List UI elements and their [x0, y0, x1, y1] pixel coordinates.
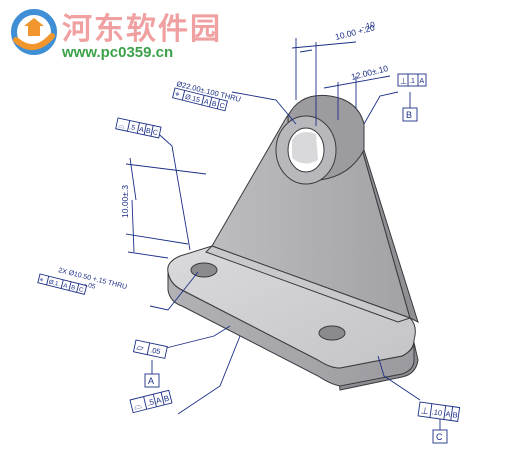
fcf-symbol: ⊥ [400, 77, 407, 86]
fcf-cell: A [155, 395, 163, 405]
fcf-cell: .10 [431, 407, 443, 417]
svg-text:B: B [406, 110, 412, 120]
hole-position-fcf: ⌖ Ø.15 A B C [172, 87, 228, 112]
dim-boss-width: 12.00±.10 [350, 63, 389, 82]
base-profile-fcf: ⌓ .5 A B [129, 389, 173, 414]
base-hole-left [190, 262, 218, 278]
datum-a: A [144, 373, 160, 388]
fcf-cell: .05 [149, 345, 161, 356]
side-perp-fcf: ⊥ .10 A B [417, 401, 461, 422]
fcf-cell: B [70, 285, 75, 292]
fcf-cell: Ø.15 [184, 94, 201, 104]
fcf-symbol: ⌓ [118, 120, 127, 130]
watermark-title: 河东软件园 [62, 12, 222, 47]
fcf-cell: A [63, 283, 68, 290]
fcf-cell: Ø.1 [48, 279, 59, 287]
top-profile-fcf: ⌓ .5 A B C [115, 117, 162, 139]
base-top-face [167, 245, 416, 369]
fcf-cell: B [211, 100, 218, 108]
bracket-part [167, 94, 419, 391]
base-hole-right [318, 325, 346, 341]
fcf-symbol: ⊥ [420, 405, 429, 416]
datum-c: C [432, 429, 448, 444]
fcf-cell: .5 [129, 124, 136, 132]
base-hole-fcf: ⌖ Ø.1 A B C [37, 273, 88, 295]
site-logo-icon [11, 9, 57, 55]
flatness-fcf: ▱ .05 [132, 339, 168, 359]
watermark-url: www.pc0359.cn [62, 44, 174, 61]
fcf-cell: A [203, 99, 210, 107]
fcf-symbol: ⌖ [174, 89, 181, 99]
dim-hole-offset-lower: -.10 [360, 20, 376, 32]
fcf-cell: C [78, 287, 84, 294]
base-hole-callout-lower: -.05 [84, 281, 97, 291]
dim-height: 10.00±.3 [120, 185, 130, 218]
svg-text:A: A [148, 376, 154, 386]
annotation-lines [125, 38, 441, 430]
fcf-cell: A [138, 126, 144, 134]
fcf-cell: A [445, 409, 451, 419]
svg-text:C: C [436, 432, 443, 442]
fcf-symbol: ⌓ [133, 400, 143, 413]
fcf-cell: .1 [409, 78, 415, 85]
fcf-cell: B [145, 128, 151, 136]
fcf-symbol: ▱ [136, 342, 145, 353]
fcf-cell: C [152, 129, 158, 137]
fcf-cell: A [420, 78, 425, 85]
fcf-cell: B [452, 410, 458, 420]
fcf-cell: .5 [146, 397, 155, 407]
boss-perp-fcf: ⊥ .1 A [397, 73, 427, 87]
fcf-cell: C [219, 102, 226, 110]
fcf-symbol: ⌖ [39, 277, 45, 285]
datum-b: B [402, 107, 418, 122]
fcf-cell: B [163, 394, 170, 404]
